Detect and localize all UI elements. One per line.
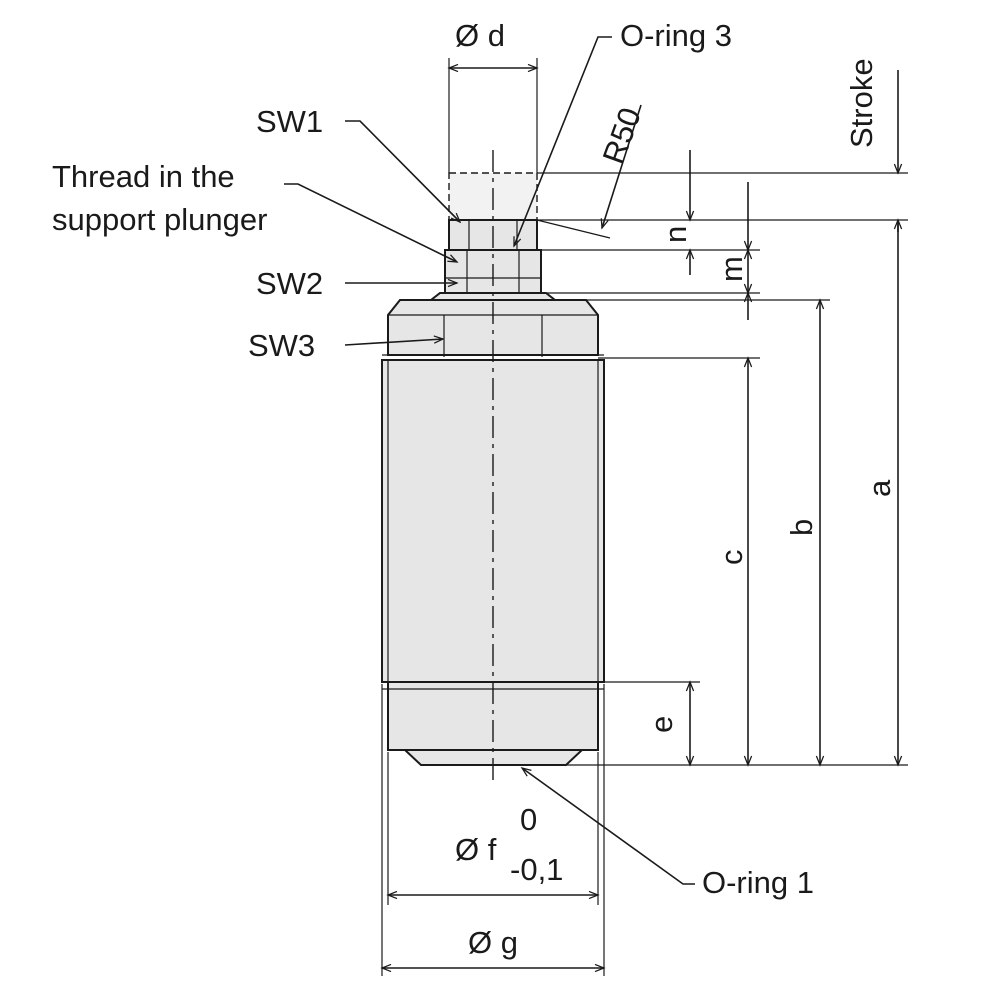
thread-label-line2: support plunger: [52, 202, 267, 237]
dimension-stroke: Stroke: [844, 58, 903, 232]
dimension-a: a: [862, 218, 903, 767]
thread-label-line1: Thread in the: [52, 159, 235, 194]
dimension-diameter-d: Ø d: [447, 18, 539, 173]
tolerance-lower: -0,1: [510, 852, 563, 887]
o-ring-1-label: O-ring 1: [702, 865, 814, 900]
dimension-b: b: [784, 298, 825, 767]
diameter-d-label: Ø d: [455, 18, 505, 53]
tolerance-upper: 0: [520, 802, 537, 837]
dimension-c: c: [714, 356, 753, 767]
dimension-m: m: [714, 182, 753, 320]
dim-e-label: e: [644, 716, 679, 733]
dimension-diameter-f: Ø f 0 -0,1: [386, 752, 600, 905]
o-ring-1-callout: O-ring 1: [520, 767, 814, 900]
dim-m-label: m: [714, 256, 749, 282]
dim-n-label: n: [658, 226, 693, 243]
radius-callout: R50: [536, 103, 648, 239]
sw2-label: SW2: [256, 266, 323, 301]
sw3-label: SW3: [248, 328, 315, 363]
radius-label: R50: [596, 103, 648, 168]
dim-a-label: a: [862, 479, 897, 497]
sw1-label: SW1: [256, 104, 323, 139]
dim-c-label: c: [714, 550, 749, 566]
sw2-callout: SW2: [256, 266, 459, 301]
diameter-g-label: Ø g: [468, 925, 518, 960]
sw3-callout: SW3: [248, 328, 445, 363]
support-plunger-part: [381, 150, 605, 780]
o-ring-3-label: O-ring 3: [620, 18, 732, 53]
dimension-n: n: [658, 150, 695, 275]
thread-callout: Thread in the support plunger: [52, 159, 459, 263]
extension-lines: [537, 172, 908, 766]
sw1-callout: SW1: [256, 104, 462, 224]
dimension-e: e: [644, 680, 695, 767]
o-ring-3-callout: O-ring 3: [513, 18, 732, 248]
dimension-diameter-g: Ø g: [380, 684, 606, 976]
stroke-label: Stroke: [844, 58, 879, 148]
dim-b-label: b: [784, 519, 819, 536]
diameter-f-label: Ø f: [455, 832, 497, 867]
